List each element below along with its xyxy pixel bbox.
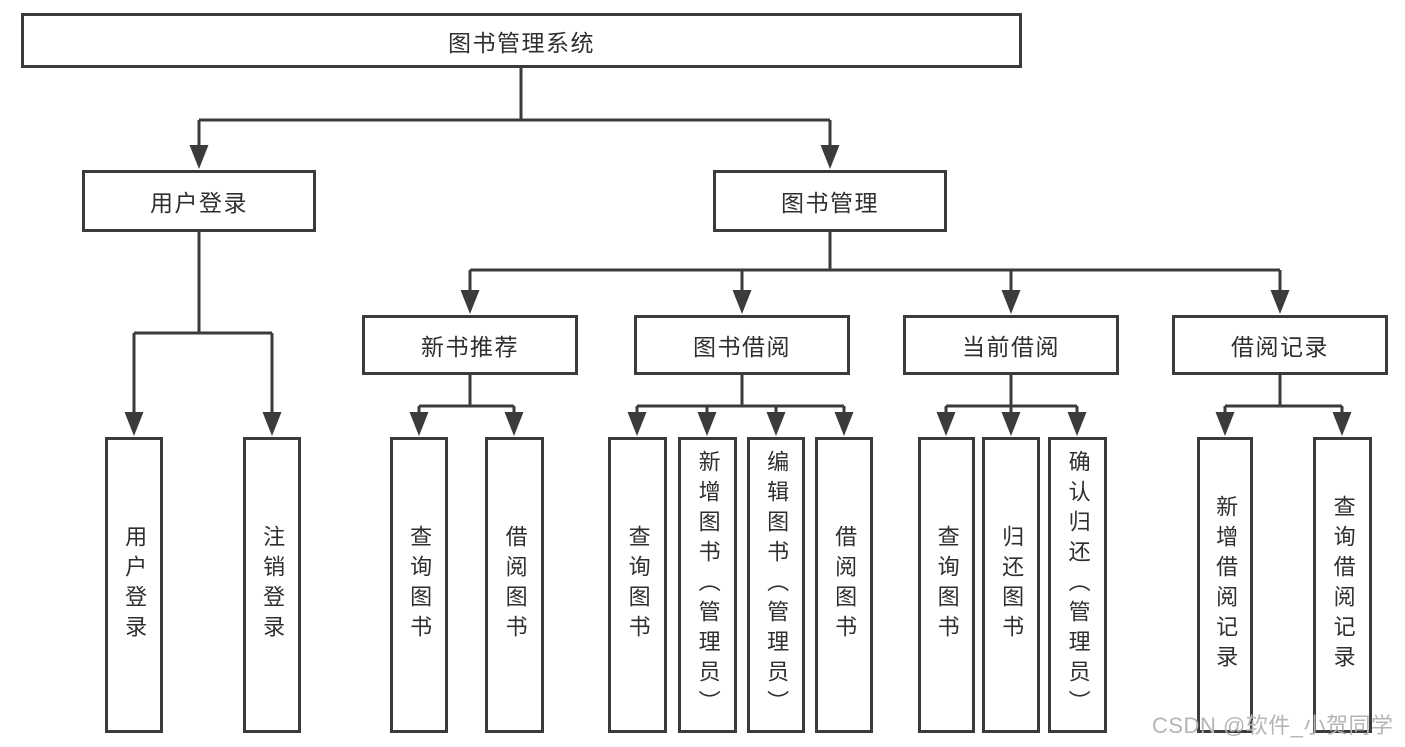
node-new-book-recommend: 新书推荐 xyxy=(362,315,578,375)
arrow-down-icon xyxy=(409,412,429,436)
watermark: CSDN @软件_小贺同学 xyxy=(1152,713,1394,738)
node-leaf-return-books-label: 归还图书 xyxy=(999,525,1025,645)
node-leaf-confirm-return-label: 确认归还（管理员） xyxy=(1065,450,1091,720)
arrow-down-icon xyxy=(504,412,524,436)
node-book-management: 图书管理 xyxy=(713,170,947,232)
node-leaf-user-login: 用户登录 xyxy=(105,437,163,733)
node-root: 图书管理系统 xyxy=(21,13,1022,68)
arrow-down-icon xyxy=(936,412,956,436)
node-leaf-query-books-2: 查询图书 xyxy=(608,437,667,733)
arrow-down-icon xyxy=(1001,290,1021,314)
node-leaf-logout-label: 注销登录 xyxy=(260,525,286,645)
node-leaf-add-borrow-record: 新增借阅记录 xyxy=(1197,437,1253,733)
node-user-login-label: 用户登录 xyxy=(150,190,248,216)
node-leaf-query-books-3: 查询图书 xyxy=(918,437,975,733)
node-leaf-query-books-1-label: 查询图书 xyxy=(407,525,433,645)
node-leaf-query-borrow-record: 查询借阅记录 xyxy=(1313,437,1372,733)
arrow-down-icon xyxy=(1067,412,1087,436)
arrow-down-icon xyxy=(1270,290,1290,314)
node-leaf-edit-books: 编辑图书（管理员） xyxy=(747,437,805,733)
arrow-down-icon xyxy=(189,145,209,169)
node-leaf-add-books: 新增图书（管理员） xyxy=(678,437,737,733)
node-leaf-add-books-label: 新增图书（管理员） xyxy=(695,450,721,720)
node-book-management-label: 图书管理 xyxy=(781,190,879,216)
node-leaf-borrow-books-1-label: 借阅图书 xyxy=(502,525,528,645)
node-root-label: 图书管理系统 xyxy=(448,29,595,56)
node-book-borrow: 图书借阅 xyxy=(634,315,850,375)
node-leaf-query-books-1: 查询图书 xyxy=(390,437,448,733)
node-leaf-edit-books-label: 编辑图书（管理员） xyxy=(764,450,790,720)
node-leaf-return-books: 归还图书 xyxy=(982,437,1040,733)
arrow-down-icon xyxy=(834,412,854,436)
node-user-login: 用户登录 xyxy=(82,170,316,232)
arrow-down-icon xyxy=(124,412,144,436)
node-current-borrow: 当前借阅 xyxy=(903,315,1119,375)
node-leaf-borrow-books-1: 借阅图书 xyxy=(485,437,544,733)
node-book-borrow-label: 图书借阅 xyxy=(693,334,791,360)
arrow-down-icon xyxy=(627,412,647,436)
node-leaf-logout: 注销登录 xyxy=(243,437,301,733)
node-current-borrow-label: 当前借阅 xyxy=(962,334,1060,360)
arrow-down-icon xyxy=(262,412,282,436)
arrow-down-icon xyxy=(1001,412,1021,436)
node-leaf-confirm-return: 确认归还（管理员） xyxy=(1048,437,1107,733)
arrow-down-icon xyxy=(697,412,717,436)
node-leaf-query-books-3-label: 查询图书 xyxy=(934,525,960,645)
node-leaf-borrow-books-2: 借阅图书 xyxy=(815,437,873,733)
arrow-down-icon xyxy=(460,290,480,314)
node-new-book-recommend-label: 新书推荐 xyxy=(421,334,519,360)
node-leaf-query-books-2-label: 查询图书 xyxy=(625,525,651,645)
arrow-down-icon xyxy=(820,145,840,169)
node-leaf-add-borrow-record-label: 新增借阅记录 xyxy=(1213,495,1239,675)
node-leaf-query-borrow-record-label: 查询借阅记录 xyxy=(1330,495,1356,675)
node-borrow-record-label: 借阅记录 xyxy=(1231,334,1329,360)
node-leaf-user-login-label: 用户登录 xyxy=(122,525,148,645)
node-leaf-borrow-books-2-label: 借阅图书 xyxy=(832,525,858,645)
arrow-down-icon xyxy=(732,290,752,314)
arrow-down-icon xyxy=(766,412,786,436)
node-borrow-record: 借阅记录 xyxy=(1172,315,1388,375)
arrow-down-icon xyxy=(1215,412,1235,436)
arrow-down-icon xyxy=(1332,412,1352,436)
